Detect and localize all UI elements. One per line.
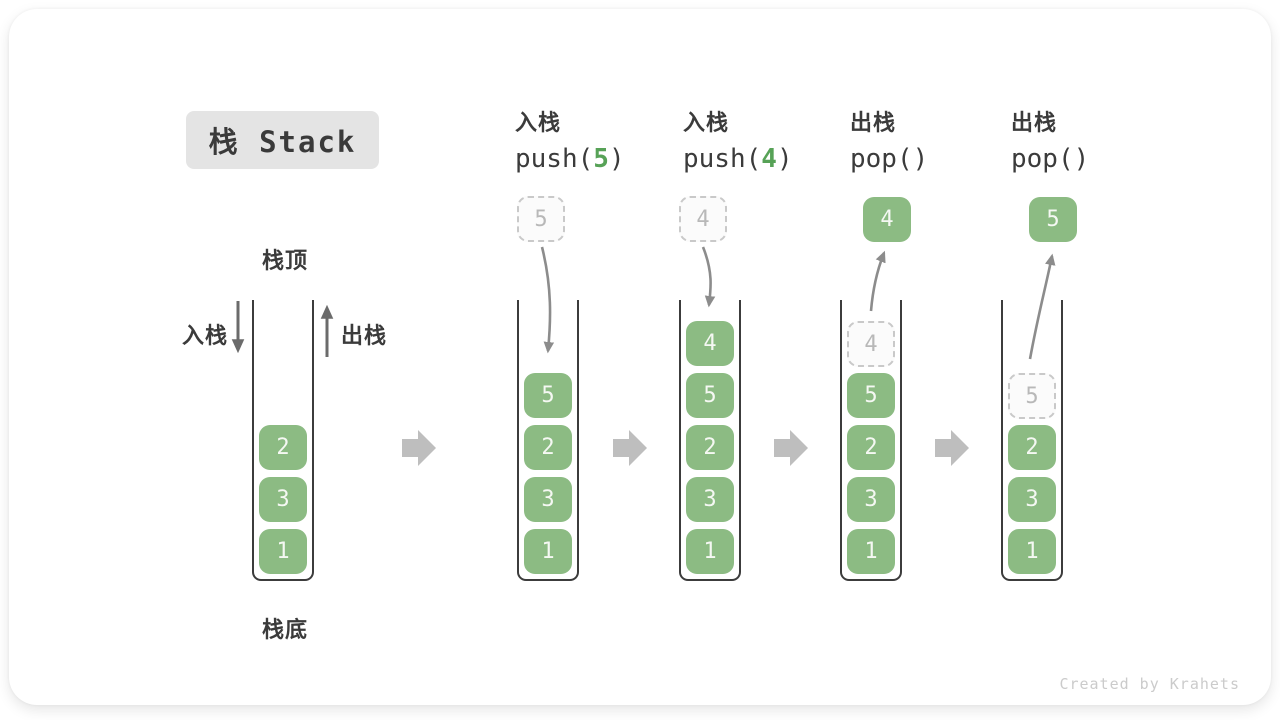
floating-popped-item: 5 (1029, 197, 1077, 242)
operation-header-pop-2: 出栈 pop() (1011, 105, 1191, 174)
operation-name: 入栈 (683, 110, 730, 135)
stack-container-5 (1001, 300, 1063, 581)
stack-item: 1 (686, 529, 734, 574)
operation-code: pop() (1011, 144, 1090, 174)
stack-item: 1 (1008, 529, 1056, 574)
stack-container-3 (679, 300, 741, 581)
operation-name: 出栈 (1011, 110, 1058, 135)
stack-container-1 (252, 300, 314, 581)
stack-item: 3 (259, 477, 307, 522)
stack-item: 5 (524, 373, 572, 418)
stack-item: 2 (1008, 425, 1056, 470)
operation-arg: 5 (593, 144, 609, 174)
operation-code: push(5) (515, 144, 625, 174)
stack-item: 4 (686, 321, 734, 366)
operation-name: 出栈 (850, 110, 897, 135)
floating-push-item: 4 (679, 196, 727, 242)
operation-header-push-4: 入栈 push(4) (683, 105, 863, 174)
stack-item: 3 (847, 477, 895, 522)
ghost-stack-item: 5 (1008, 373, 1056, 419)
stack-item: 5 (686, 373, 734, 418)
operation-code: push(4) (683, 144, 793, 174)
pop-label: 出栈 (341, 323, 388, 348)
stack-container-2 (517, 300, 579, 581)
stack-item: 1 (847, 529, 895, 574)
operation-name: 入栈 (515, 110, 562, 135)
push-label: 入栈 (181, 323, 228, 348)
operation-header-push-5: 入栈 push(5) (515, 105, 695, 174)
operation-arg: 4 (761, 144, 777, 174)
stack-item: 1 (524, 529, 572, 574)
stack-item: 2 (259, 425, 307, 470)
stack-item: 1 (259, 529, 307, 574)
stack-item: 3 (524, 477, 572, 522)
ghost-stack-item: 4 (847, 321, 895, 367)
title-badge: 栈 Stack (186, 111, 379, 169)
stack-container-4 (840, 300, 902, 581)
operation-header-pop-1: 出栈 pop() (850, 105, 1030, 174)
stack-item: 2 (524, 425, 572, 470)
stack-item: 2 (847, 425, 895, 470)
watermark: Created by Krahets (1059, 675, 1240, 693)
stack-item: 5 (847, 373, 895, 418)
floating-popped-item: 4 (863, 197, 911, 242)
stack-item: 2 (686, 425, 734, 470)
operation-code: pop() (850, 144, 929, 174)
stack-item: 3 (686, 477, 734, 522)
stack-top-label: 栈顶 (261, 248, 308, 273)
stack-item: 3 (1008, 477, 1056, 522)
stack-bottom-label: 栈底 (261, 617, 308, 642)
floating-push-item: 5 (517, 196, 565, 242)
